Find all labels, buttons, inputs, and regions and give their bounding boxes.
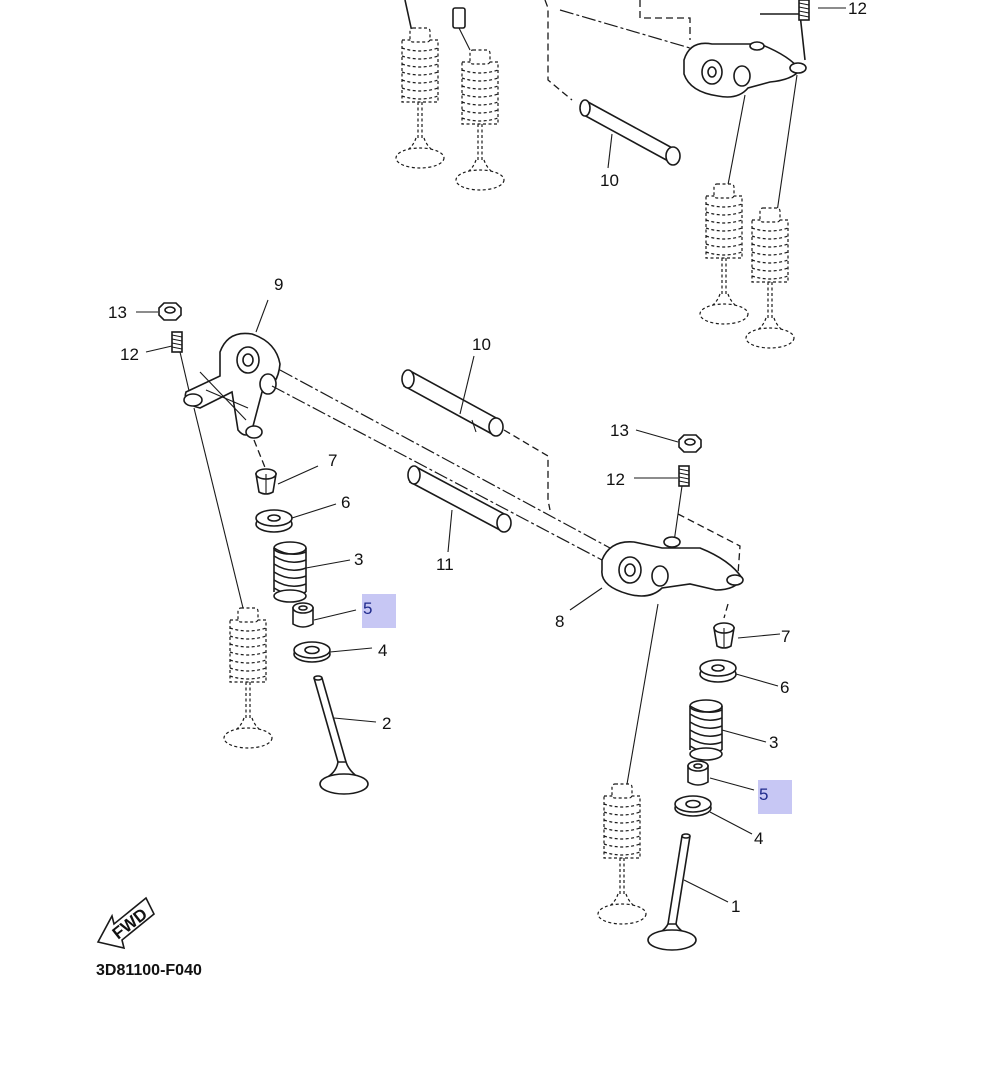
callout-8-right: 8	[555, 612, 564, 631]
washer-right	[674, 795, 712, 817]
nut-right	[678, 434, 702, 453]
callout-9-left: 9	[274, 275, 283, 294]
adjuster-screw-top	[798, 0, 810, 21]
left-assembly	[136, 299, 611, 795]
valve-right	[647, 833, 697, 951]
callout-3-left: 3	[354, 550, 363, 569]
callout-10-mid: 10	[472, 335, 491, 354]
cotter-left	[255, 468, 277, 495]
rocker-arm-left	[183, 332, 281, 439]
callout-4-right: 4	[754, 829, 763, 848]
fwd-arrow-icon: FWD	[96, 896, 156, 950]
callout-5-right: 5	[759, 785, 768, 804]
spring-left	[273, 541, 307, 603]
cotter-right	[713, 622, 735, 649]
rocker-arm-right	[601, 536, 744, 597]
callout-7-right: 7	[781, 627, 790, 646]
callout-6-left: 6	[341, 493, 350, 512]
rocker-shaft-upper	[401, 369, 504, 437]
washer-left	[293, 641, 331, 663]
callout-13-right: 13	[610, 421, 629, 440]
callout-6-right: 6	[780, 678, 789, 697]
callout-4-left: 4	[378, 641, 387, 660]
callout-7-left: 7	[328, 451, 337, 470]
callout-12-top: 12	[848, 0, 867, 18]
right-assembly	[569, 429, 781, 951]
adjuster-screw-left	[171, 331, 183, 353]
callout-13-left: 13	[108, 303, 127, 322]
callout-2-left: 2	[382, 714, 391, 733]
highlight-box-right-5	[758, 780, 792, 814]
stem-seal-left	[292, 602, 314, 628]
stem-seal-right	[687, 760, 709, 786]
callout-12-left: 12	[120, 345, 139, 364]
spring-right	[689, 699, 723, 761]
rocker-shaft-top	[579, 99, 681, 166]
valve-left	[313, 675, 369, 795]
nut-left	[158, 302, 182, 321]
rocker-arm-top	[683, 41, 807, 98]
highlight-box-left-5	[362, 594, 396, 628]
callout-5-left: 5	[363, 599, 372, 618]
callout-10-top: 10	[600, 171, 619, 190]
callout-1-right: 1	[731, 897, 740, 916]
retainer-left	[255, 509, 293, 533]
retainer-right	[699, 659, 737, 683]
diagram-code: 3D81100-F040	[96, 962, 202, 979]
rocker-shaft-lower	[407, 465, 512, 533]
adjuster-screw-right	[678, 465, 690, 487]
callout-3-right: 3	[769, 733, 778, 752]
callout-11-mid: 11	[436, 555, 454, 574]
callout-12-right: 12	[606, 470, 625, 489]
top-assembly	[395, 0, 846, 349]
